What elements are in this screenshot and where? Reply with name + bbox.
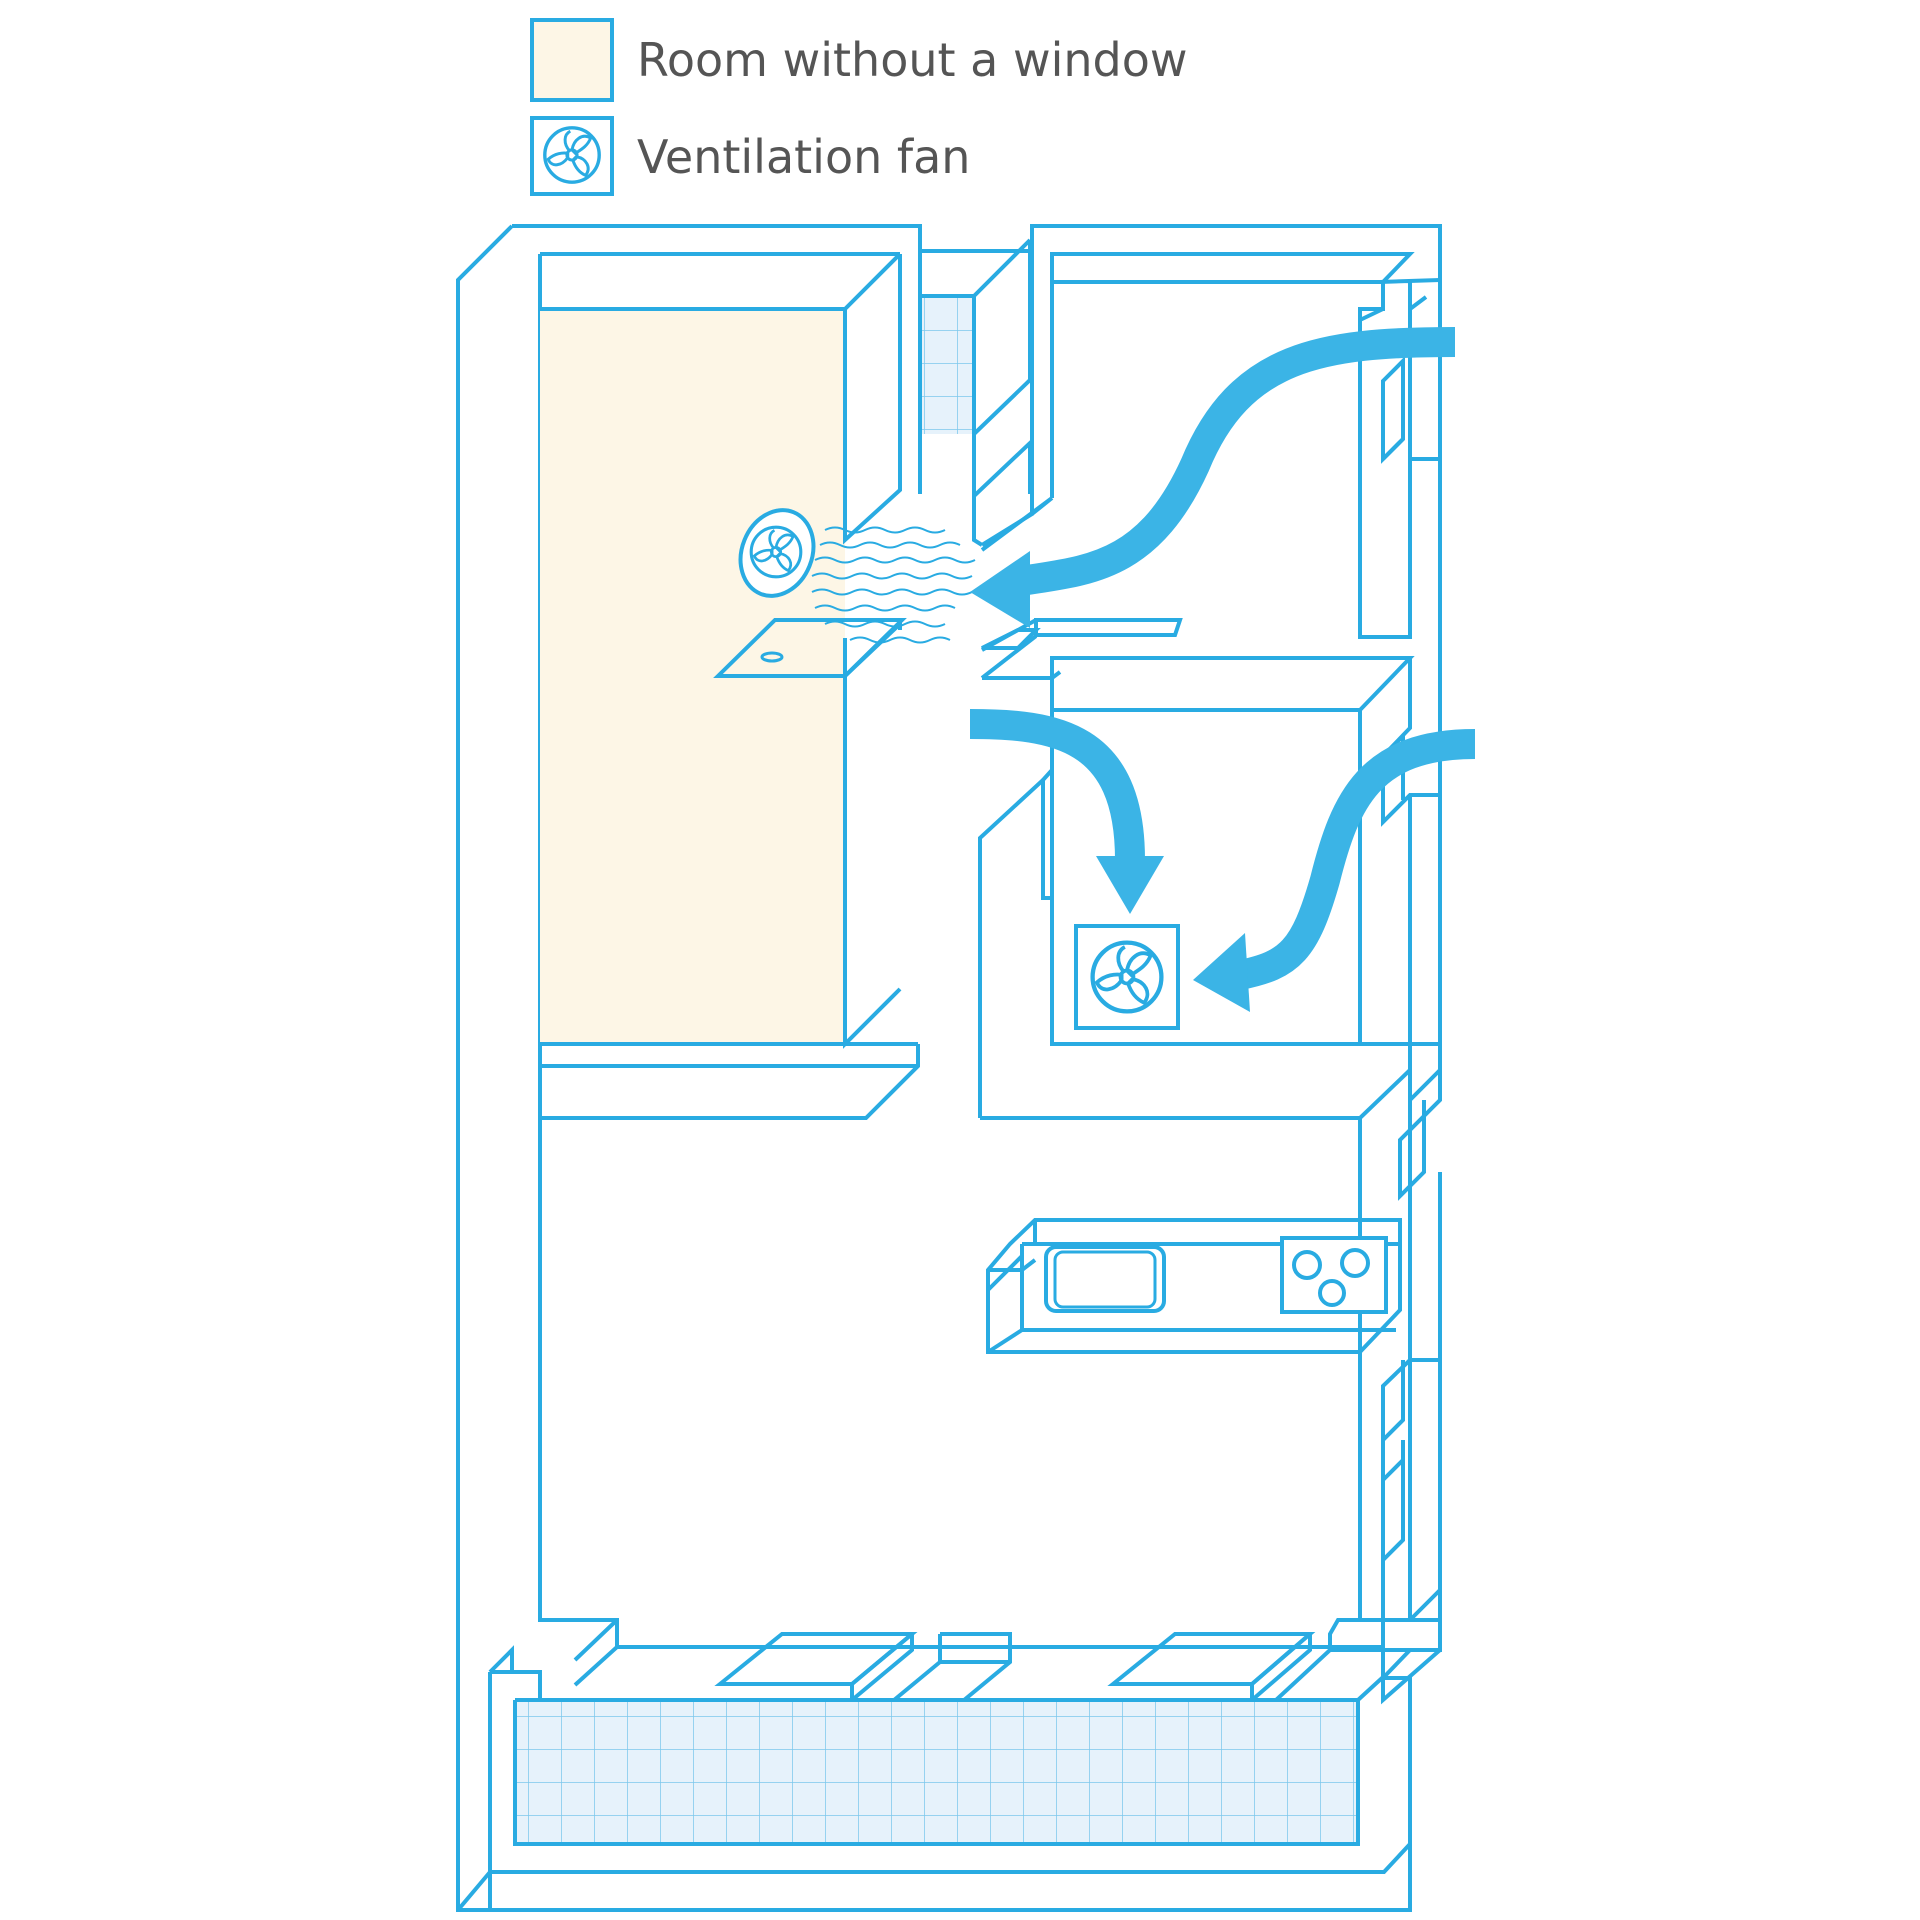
airflow-arrows [969, 327, 1476, 990]
wall-fan-windowless-room [738, 508, 816, 598]
tiled-washroom [922, 296, 972, 434]
arrowhead-upper [970, 551, 1030, 628]
airflow-arrow-upper [1007, 327, 1456, 598]
arrowhead-middle [1096, 856, 1164, 914]
airflow-arrowheads [970, 551, 1250, 1012]
airflow-arrow-middle [969, 709, 1145, 861]
apartment-walls [456, 224, 1442, 1912]
air-flow-lines [811, 526, 976, 644]
kitchen-ventilation-fan [1074, 924, 1180, 1030]
balcony-tiles [516, 1700, 1358, 1844]
balcony [456, 1645, 1412, 1912]
airflow-arrow-right [1236, 729, 1476, 990]
kitchen-sink [1044, 1245, 1166, 1313]
legend-room-label: Room without a window [637, 33, 1188, 87]
legend: Room without a window Ventilation fan [530, 18, 1188, 196]
room-without-window-swatch [530, 18, 614, 102]
arrowhead-right [1193, 933, 1250, 1012]
legend-fan-label: Ventilation fan [637, 130, 970, 184]
